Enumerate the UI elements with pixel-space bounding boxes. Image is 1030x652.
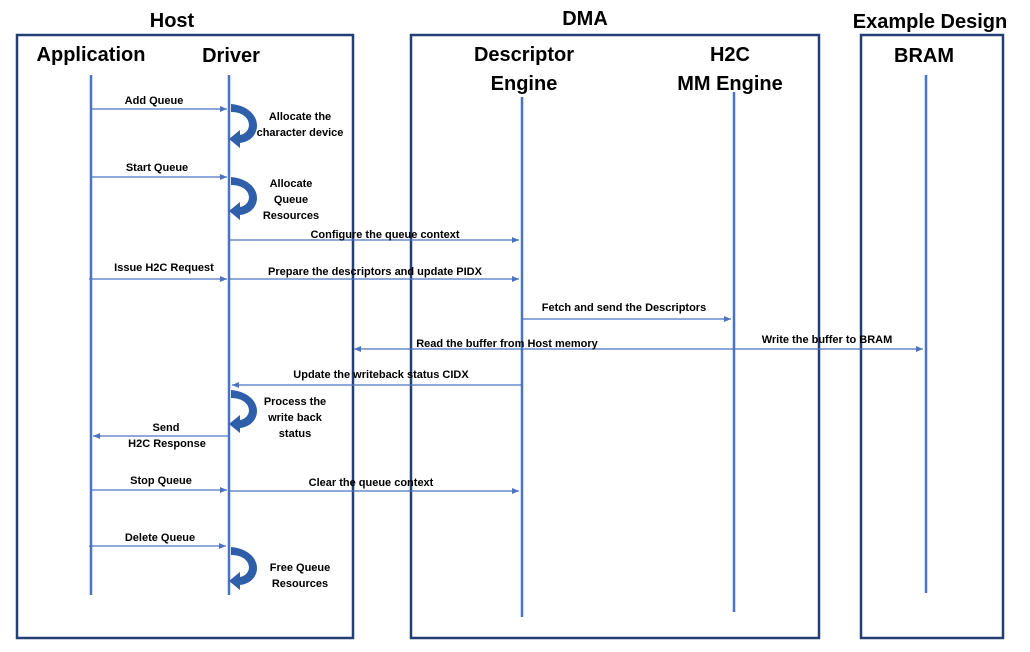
- group-title-example-design: Example Design: [853, 11, 1008, 33]
- note-allocate-queue-resources-line2: Queue: [274, 194, 308, 206]
- label-fetch-descriptors: Fetch and send the Descriptors: [542, 302, 706, 314]
- lane-title-descriptor-line1: Descriptor: [474, 44, 574, 66]
- self-loop-icon: [229, 177, 258, 220]
- note-allocate-char-device-line2: character device: [257, 127, 344, 139]
- label-add-queue: Add Queue: [125, 95, 184, 107]
- label-send-response-line2: H2C Response: [128, 438, 206, 450]
- label-start-queue: Start Queue: [126, 162, 188, 174]
- example-design-box: [859, 33, 1005, 640]
- host-box: [15, 33, 355, 640]
- note-free-queue-resources-line2: Resources: [272, 578, 328, 590]
- self-loop-icon: [229, 547, 258, 590]
- lane-title-bram: BRAM: [894, 45, 954, 67]
- group-title-dma: DMA: [562, 8, 608, 30]
- dma-box: [409, 33, 821, 640]
- label-issue-h2c: Issue H2C Request: [114, 262, 214, 274]
- label-configure-context: Configure the queue context: [310, 229, 459, 241]
- note-allocate-queue-resources-line3: Resources: [263, 210, 319, 222]
- lane-title-h2c-line2: MM Engine: [677, 73, 783, 95]
- note-process-writeback-line3: status: [279, 428, 311, 440]
- label-update-writeback: Update the writeback status CIDX: [293, 369, 469, 381]
- label-prepare-descriptors: Prepare the descriptors and update PIDX: [268, 266, 483, 278]
- lane-title-descriptor-line2: Engine: [491, 73, 558, 95]
- label-delete-queue: Delete Queue: [125, 532, 195, 544]
- label-send-response-line1: Send: [153, 422, 180, 434]
- note-free-queue-resources-line1: Free Queue: [270, 562, 331, 574]
- note-allocate-char-device-line1: Allocate the: [269, 111, 331, 123]
- note-process-writeback-line2: write back: [267, 412, 323, 424]
- lane-title-driver: Driver: [202, 45, 260, 67]
- note-allocate-queue-resources-line1: Allocate: [270, 178, 313, 190]
- label-stop-queue: Stop Queue: [130, 475, 192, 487]
- group-title-host: Host: [150, 10, 195, 32]
- label-read-buffer: Read the buffer from Host memory: [416, 338, 598, 350]
- label-write-bram: Write the buffer to BRAM: [762, 334, 893, 346]
- lane-title-application: Application: [37, 44, 146, 66]
- note-process-writeback-line1: Process the: [264, 396, 326, 408]
- lane-title-h2c-line1: H2C: [710, 44, 750, 66]
- self-loop-icon: [229, 104, 258, 148]
- label-clear-context: Clear the queue context: [309, 477, 434, 489]
- self-loop-icon: [229, 390, 258, 433]
